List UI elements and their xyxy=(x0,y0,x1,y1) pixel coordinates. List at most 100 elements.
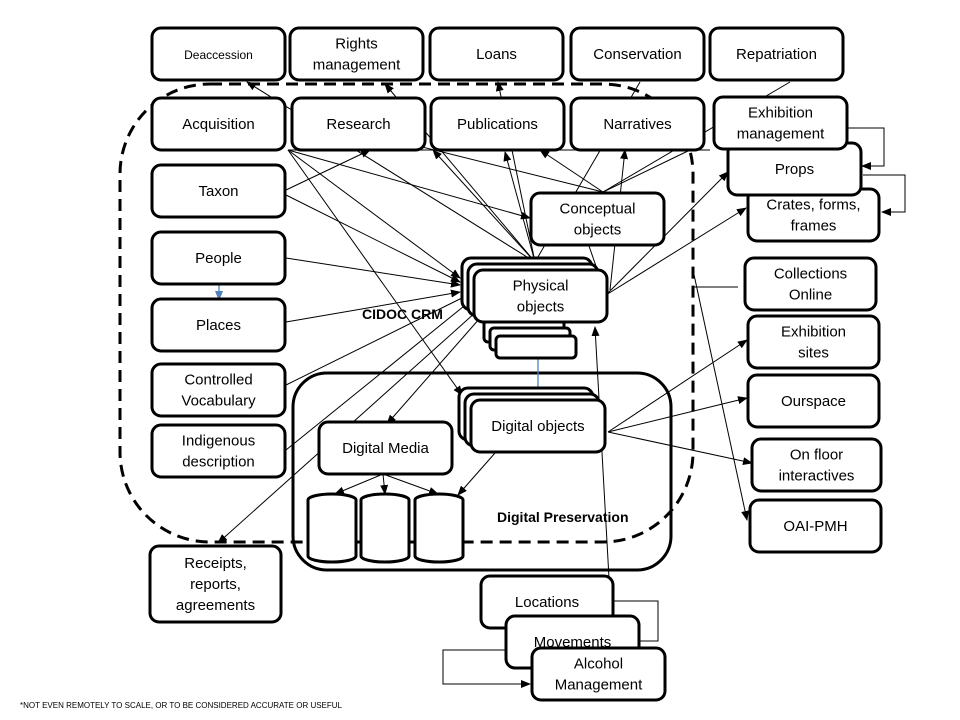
crates-forms-frames-node-label-line-2: frames xyxy=(791,218,837,235)
narratives-node: Narratives xyxy=(569,96,706,152)
on-floor-interactives-node: On floor interactives xyxy=(750,437,883,493)
narratives-node-box xyxy=(569,96,706,152)
conceptual-objects-node-label-line-2: objects xyxy=(574,222,622,239)
controlled-vocabulary-node-box xyxy=(150,362,287,418)
cidoc-crm-label: CIDOC CRM xyxy=(362,306,443,322)
digital-objects-node: Digital objects xyxy=(469,398,607,454)
footnote: *NOT EVEN REMOTELY TO SCALE, OR TO BE CO… xyxy=(20,701,343,710)
taxon-node-box xyxy=(150,163,287,219)
on-floor-interactives-node-label-line-1: On floor xyxy=(790,447,843,464)
acquisition-node: Acquisition xyxy=(150,96,287,152)
edge-acquisition-physical xyxy=(287,149,461,279)
conservation-node: Conservation xyxy=(569,26,706,82)
storage-disk-2 xyxy=(359,492,411,564)
taxon-node-label-line-1: Taxon xyxy=(198,183,238,200)
exhibition-sites-node-label-line-1: Exhibition xyxy=(781,324,846,341)
loans-node: Loans xyxy=(428,26,565,82)
taxon-node: Taxon xyxy=(150,163,287,219)
research-node: Research xyxy=(290,96,427,152)
physical-subitem-3 xyxy=(494,334,578,360)
repatriation-node-label-line-1: Repatriation xyxy=(736,46,817,63)
edge-conceptual-publications xyxy=(539,149,604,193)
edge-physical-publications xyxy=(503,151,536,263)
edge-physical-props xyxy=(605,171,729,296)
alcohol-management-node-box xyxy=(530,646,667,702)
receipts-node-label-line-3: agreements xyxy=(176,597,255,614)
digital-media-node: Digital Media xyxy=(317,420,454,476)
edge-locations-physical xyxy=(591,326,610,579)
edge-taxon-physical xyxy=(285,194,461,283)
physical-objects-node-label-line-2: objects xyxy=(517,299,565,316)
receipts-node-box xyxy=(148,544,283,624)
ourspace-node: Ourspace xyxy=(746,373,881,429)
oai-pmh-node-box xyxy=(748,498,883,554)
receipts-node-label-line-1: Receipts, xyxy=(184,555,247,572)
edge-right-oaipmh xyxy=(692,269,750,521)
on-floor-interactives-node-label-line-2: interactives xyxy=(779,468,855,485)
loop-movements-alcohol xyxy=(442,649,531,688)
people-node-box xyxy=(150,230,287,286)
controlled-vocabulary-node-label-line-2: Vocabulary xyxy=(181,393,256,410)
publications-node-box xyxy=(429,96,566,152)
loop-exhibition-props xyxy=(848,127,885,170)
digital-objects-node-box xyxy=(469,398,607,454)
conceptual-objects-node: Conceptual objects xyxy=(529,191,666,247)
props-node-label-line-1: Props xyxy=(775,161,814,178)
physical-objects-node-label-line-1: Physical xyxy=(513,278,569,295)
collections-online-node-box xyxy=(743,256,878,312)
edge-media-disk1 xyxy=(334,473,384,495)
loans-node-label-line-1: Loans xyxy=(476,46,517,63)
edge-people-physical xyxy=(285,257,461,288)
narratives-node-label-line-1: Narratives xyxy=(603,116,671,133)
edge-taxon-research xyxy=(285,149,371,191)
acquisition-node-label-line-1: Acquisition xyxy=(182,116,255,133)
repatriation-node: Repatriation xyxy=(708,26,845,82)
conservation-node-box xyxy=(569,26,706,82)
receipts-node: Receipts,reports,agreements xyxy=(148,544,283,624)
edge-places-physical xyxy=(285,289,461,323)
edge-vocabulary-physical xyxy=(285,293,471,386)
exhibition-management-node: Exhibition management xyxy=(712,95,849,151)
digital-media-node-box xyxy=(317,420,454,476)
edge-media-disk3 xyxy=(382,473,439,495)
on-floor-interactives-node-box xyxy=(750,437,883,493)
people-node: People xyxy=(150,230,287,286)
indigenous-description-node-label-line-2: description xyxy=(182,454,255,471)
edge-digital-ourspace xyxy=(607,396,748,433)
edge-indigenous-physical xyxy=(285,297,475,451)
conceptual-objects-node-label-line-1: Conceptual xyxy=(560,201,636,218)
edge-digital-storage xyxy=(457,452,496,496)
digital-media-node-label-line-1: Digital Media xyxy=(342,440,429,457)
indigenous-description-node-box xyxy=(150,423,287,479)
crates-forms-frames-node: Crates, forms, frames xyxy=(746,187,881,243)
storage-disks xyxy=(306,492,465,564)
publications-node: Publications xyxy=(429,96,566,152)
repatriation-node-box xyxy=(708,26,845,82)
exhibition-management-node-box xyxy=(712,95,849,151)
alcohol-management-node-label-line-2: Management xyxy=(555,677,643,694)
acquisition-node-box xyxy=(150,96,287,152)
crates-forms-frames-node-label-line-1: Crates, forms, xyxy=(766,197,860,214)
loans-node-box xyxy=(428,26,565,82)
conceptual-objects-node-box xyxy=(529,191,666,247)
oai-pmh-node-label-line-1: OAI-PMH xyxy=(783,518,847,535)
controlled-vocabulary-node-label-line-1: Controlled xyxy=(184,372,252,389)
exhibition-management-node-label-line-1: Exhibition xyxy=(748,105,813,122)
edge-digital-interactives xyxy=(607,431,753,466)
edge-digital-exhibitionsites xyxy=(607,339,748,433)
exhibition-sites-node-box xyxy=(746,314,881,370)
places-node-box xyxy=(150,297,287,353)
exhibition-management-node-label-line-2: management xyxy=(737,126,825,143)
edge-acquisition-conceptual xyxy=(287,149,531,220)
ourspace-node-label-line-1: Ourspace xyxy=(781,393,846,410)
edge-physical-research xyxy=(432,149,536,263)
places-node: Places xyxy=(150,297,287,353)
edge-acquisition-digital xyxy=(287,149,463,396)
publications-node-label-line-1: Publications xyxy=(457,116,538,133)
